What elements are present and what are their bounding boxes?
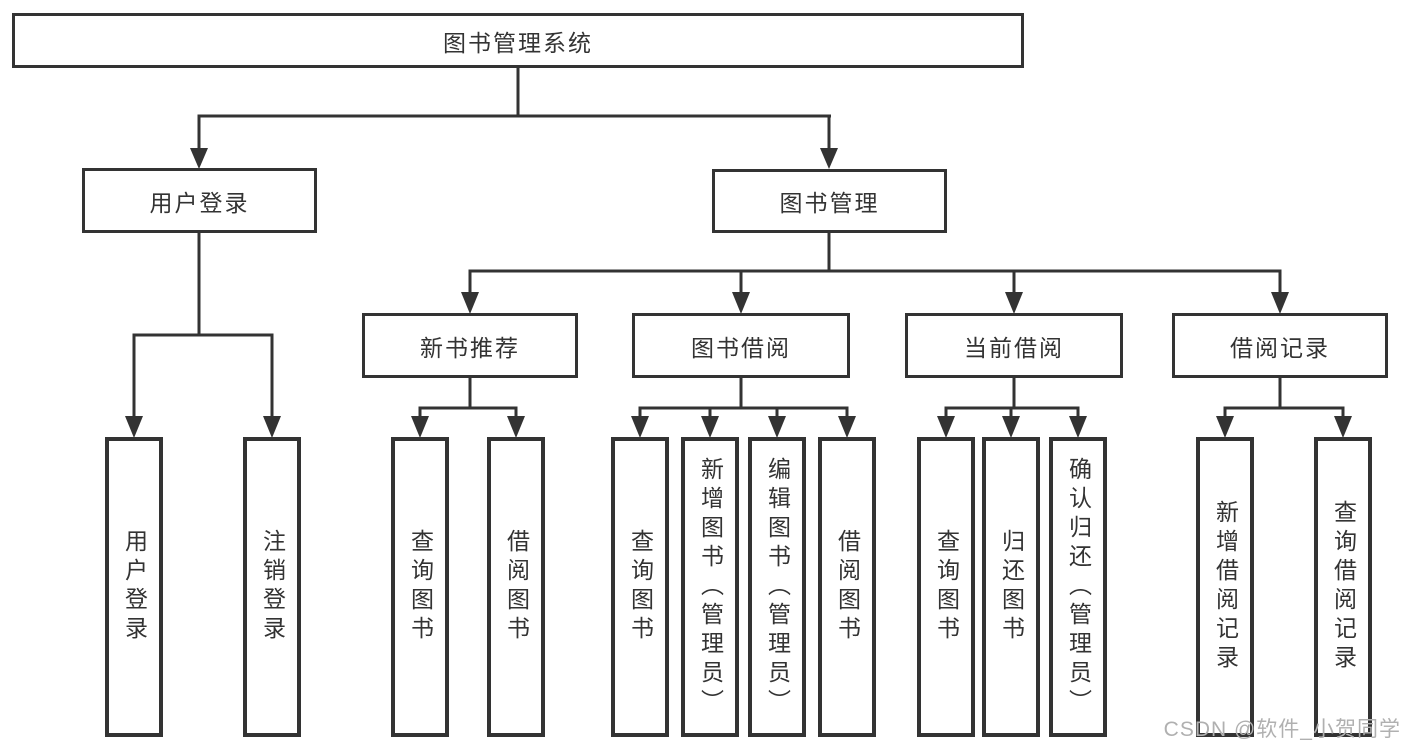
- leaf-user-login: 用户登录: [105, 437, 163, 737]
- connector-new-book-children: [411, 378, 525, 438]
- node-label: 图书管理: [779, 190, 880, 216]
- leaf-query-book-borrow: 查询图书: [611, 437, 669, 737]
- node-label: 查询图书: [627, 529, 654, 645]
- box-book-management: 图书管理: [712, 169, 947, 233]
- node-label: 图书管理系统: [443, 29, 593, 56]
- connector-user-login-children: [125, 233, 281, 438]
- box-borrow-records: 借阅记录: [1172, 313, 1388, 378]
- leaf-query-borrow-record: 查询借阅记录: [1314, 437, 1372, 737]
- node-label: 查询图书: [933, 529, 960, 645]
- leaf-query-book-recommend: 查询图书: [391, 437, 449, 737]
- node-label: 查询图书: [407, 529, 434, 645]
- leaf-logout-login: 注销登录: [243, 437, 301, 737]
- node-label: 用户登录: [121, 529, 148, 645]
- leaf-add-book-admin: 新增图书（管理员）: [681, 437, 739, 737]
- leaf-query-book-current: 查询图书: [917, 437, 975, 737]
- node-label: 编辑图书（管理员）: [764, 456, 791, 718]
- connector-root-to-level2: [190, 68, 838, 169]
- box-new-book-recommend: 新书推荐: [362, 313, 578, 378]
- box-current-borrow: 当前借阅: [905, 313, 1123, 378]
- node-label: 借阅图书: [834, 529, 861, 645]
- box-library-management-system: 图书管理系统: [12, 13, 1024, 68]
- leaf-edit-book-admin: 编辑图书（管理员）: [748, 437, 806, 737]
- node-label: 归还图书: [998, 529, 1025, 645]
- node-label: 当前借阅: [964, 334, 1064, 361]
- node-label: 注销登录: [259, 529, 286, 645]
- leaf-confirm-return-admin: 确认归还（管理员）: [1049, 437, 1107, 737]
- node-label: 借阅图书: [503, 529, 530, 645]
- node-label: 用户登录: [149, 189, 250, 216]
- node-label: 确认归还（管理员）: [1065, 456, 1092, 718]
- box-user-login: 用户登录: [82, 168, 317, 233]
- node-label: 图书借阅: [691, 334, 791, 361]
- leaf-borrow-book: 借阅图书: [818, 437, 876, 737]
- node-label: 查询借阅记录: [1330, 500, 1357, 674]
- node-label: 借阅记录: [1230, 334, 1330, 361]
- box-book-borrow: 图书借阅: [632, 313, 850, 378]
- leaf-return-book: 归还图书: [982, 437, 1040, 737]
- node-label: 新书推荐: [420, 334, 520, 361]
- connector-book-borrow-children: [631, 378, 856, 438]
- connector-book-management-children: [461, 233, 1289, 314]
- csdn-watermark: CSDN @软件_小贺同学: [1163, 718, 1401, 741]
- node-label: 新增图书（管理员）: [697, 456, 724, 718]
- connector-borrow-records-children: [1216, 378, 1352, 438]
- leaf-add-borrow-record: 新增借阅记录: [1196, 437, 1254, 737]
- connector-current-borrow-children: [937, 378, 1087, 438]
- node-label: 新增借阅记录: [1212, 500, 1239, 674]
- leaf-borrow-book-recommend: 借阅图书: [487, 437, 545, 737]
